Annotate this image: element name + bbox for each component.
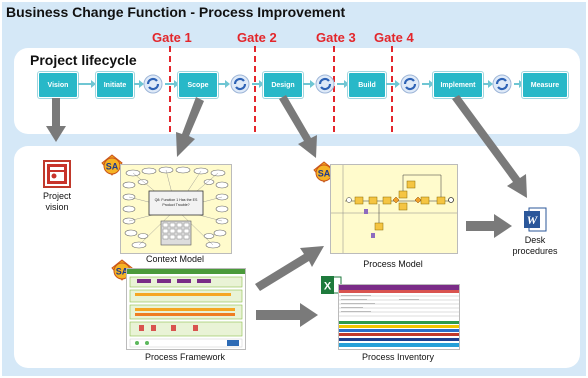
review-cycle-icon xyxy=(492,74,512,94)
project-vision-line-2: vision xyxy=(45,202,69,212)
sa-badge-icon: SA xyxy=(313,161,335,183)
sa-badge-text: SA xyxy=(318,169,331,179)
arrow-framework-to-model xyxy=(255,246,324,291)
artifacts-band xyxy=(14,146,580,368)
sa-badge-text: SA xyxy=(116,267,129,277)
gate-1-line xyxy=(169,46,171,132)
process-inventory-thumbnail xyxy=(338,284,460,350)
phase-arrow xyxy=(303,80,315,88)
gate-1-label: Gate 1 xyxy=(152,30,192,45)
arrow-design-to-process-model xyxy=(279,95,317,158)
process-inventory-label: Process Inventory xyxy=(361,352,435,362)
arrow-model-to-desk xyxy=(466,214,512,238)
context-model-box-line-1: Q8: Function 1 Has the ES xyxy=(155,198,198,202)
sa-badge-icon: SA xyxy=(101,154,123,176)
phase-arrow xyxy=(514,80,524,88)
phase-arrow xyxy=(165,80,179,88)
gate-4-label: Gate 4 xyxy=(374,30,414,45)
word-document-icon: W xyxy=(524,207,547,232)
phase-arrow xyxy=(422,80,434,88)
phase-arrow xyxy=(78,80,96,88)
context-model-label: Context Model xyxy=(145,254,205,264)
arrow-framework-to-inventory xyxy=(256,303,318,327)
phase-measure: Measure xyxy=(522,72,568,98)
phase-initiate: Initiate xyxy=(96,72,134,98)
sa-badge-text: SA xyxy=(106,162,119,172)
process-model-thumbnail xyxy=(330,164,458,254)
process-model-label: Process Model xyxy=(363,259,423,269)
phase-arrow xyxy=(483,80,493,88)
phase-arrow xyxy=(134,80,144,88)
arrow-scope-to-context-model xyxy=(176,97,204,157)
review-cycle-icon xyxy=(400,74,420,94)
arrow-implement-to-desk-procedures xyxy=(452,95,527,198)
diagram-title: Business Change Function - Process Impro… xyxy=(6,4,346,20)
context-model-thumbnail: Q8: Function 1 Has the ES Product Troubl… xyxy=(120,164,232,254)
desk-procedures-line-1: Desk xyxy=(524,235,546,245)
process-framework-label: Process Framework xyxy=(144,352,225,362)
arrow-vision-to-project-vision xyxy=(46,98,66,142)
desk-procedures-line-2: procedures xyxy=(512,246,558,256)
project-vision-label: Project vision xyxy=(32,191,82,213)
phase-scope: Scope xyxy=(178,72,218,98)
desk-procedures-label: Desk procedures xyxy=(505,235,565,257)
gate-3-label: Gate 3 xyxy=(316,30,356,45)
review-cycle-icon xyxy=(143,74,163,94)
excel-badge-text: X xyxy=(324,281,332,293)
powerpoint-icon xyxy=(43,160,71,188)
word-badge-text: W xyxy=(527,213,539,227)
phase-vision: Vision xyxy=(38,72,78,98)
phase-arrow xyxy=(218,80,230,88)
gate-2-label: Gate 2 xyxy=(237,30,277,45)
phase-build: Build xyxy=(348,72,386,98)
phase-arrow xyxy=(337,80,349,88)
phase-implement: Implement xyxy=(433,72,483,98)
phase-arrow xyxy=(386,80,400,88)
gate-3-line xyxy=(333,46,335,132)
process-framework-thumbnail xyxy=(126,268,246,350)
review-cycle-icon xyxy=(315,74,335,94)
phase-design: Design xyxy=(263,72,303,98)
phase-arrow xyxy=(252,80,264,88)
review-cycle-icon xyxy=(230,74,250,94)
project-vision-line-1: Project xyxy=(42,191,71,201)
lifecycle-title: Project lifecycle xyxy=(30,52,137,68)
gate-2-line xyxy=(254,46,256,132)
context-model-box-line-2: Product Trouble? xyxy=(162,203,189,207)
gate-4-line xyxy=(391,46,393,132)
